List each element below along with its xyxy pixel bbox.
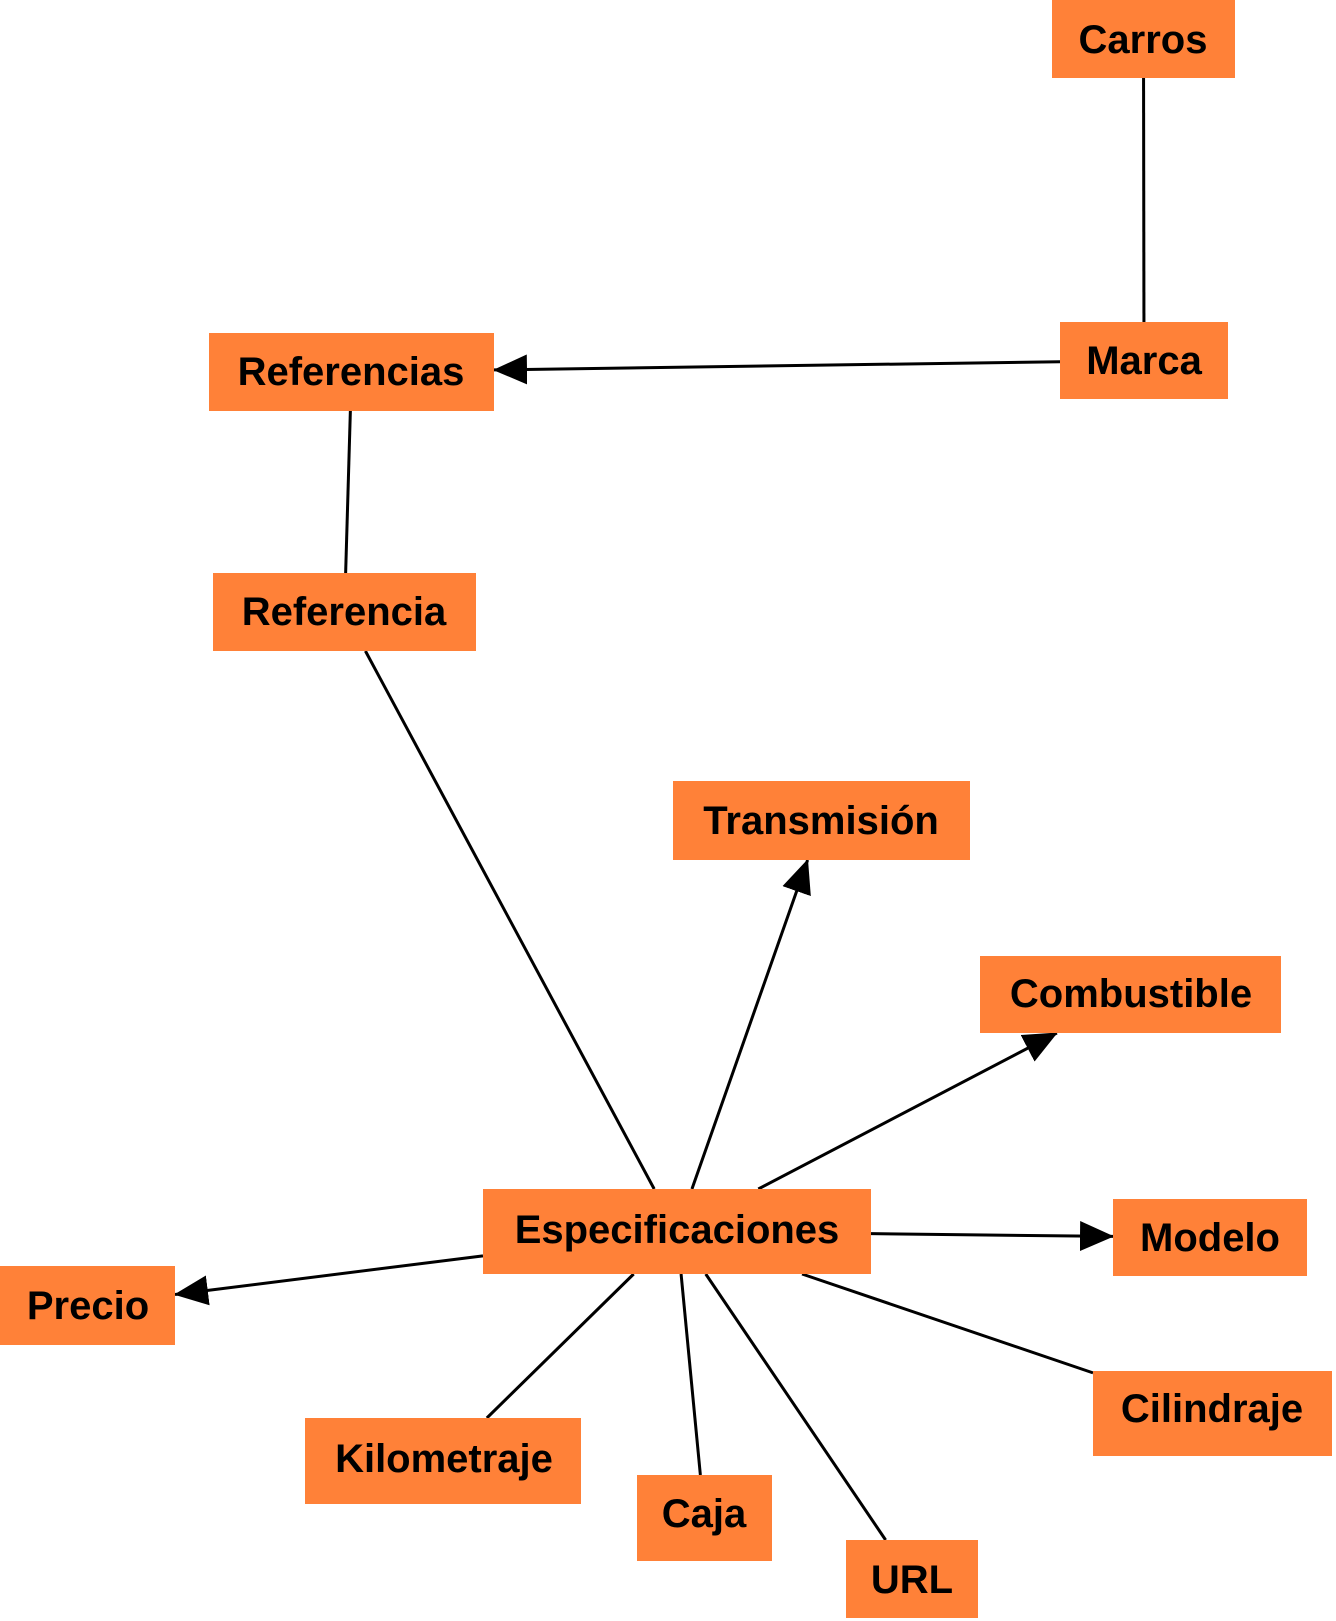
node-carros[interactable]: Carros	[1052, 0, 1235, 78]
node-referencia-label: Referencia	[242, 590, 447, 634]
node-modelo-label: Modelo	[1140, 1216, 1280, 1260]
edges-layer	[174, 77, 1146, 1541]
node-precio-box	[0, 1266, 175, 1345]
node-marca[interactable]: Marca	[1060, 322, 1228, 399]
node-url-box	[846, 1540, 978, 1618]
edge-marca-to-referencias	[493, 354, 1061, 385]
node-combustible[interactable]: Combustible	[980, 956, 1281, 1033]
node-kilometraje-box	[305, 1418, 581, 1504]
edge-especificaciones-to-caja	[679, 1273, 702, 1476]
node-especificaciones[interactable]: Especificaciones	[483, 1189, 871, 1274]
node-combustible-box	[980, 956, 1281, 1033]
node-referencias[interactable]: Referencias	[209, 333, 494, 411]
node-cilindraje-box	[1093, 1371, 1332, 1456]
edge-especificaciones-to-url	[704, 1273, 887, 1541]
node-modelo[interactable]: Modelo	[1113, 1199, 1307, 1276]
node-referencias-box	[209, 333, 494, 411]
node-cilindraje[interactable]: Cilindraje	[1093, 1371, 1332, 1456]
edge-referencia-to-especificaciones	[364, 650, 656, 1190]
node-precio[interactable]: Precio	[0, 1266, 175, 1345]
node-especificaciones-box	[483, 1189, 871, 1274]
edge-especificaciones-to-precio	[174, 1254, 484, 1306]
node-precio-label: Precio	[27, 1284, 149, 1328]
edge-especificaciones-to-combustible	[757, 1031, 1058, 1191]
node-transmision-label: Transmisión	[703, 799, 939, 843]
node-especificaciones-label: Especificaciones	[515, 1208, 840, 1252]
node-caja[interactable]: Caja	[637, 1475, 772, 1561]
node-url-label: URL	[871, 1558, 953, 1602]
edge-especificaciones-to-modelo	[870, 1221, 1114, 1252]
node-carros-label: Carros	[1079, 18, 1208, 62]
node-marca-box	[1060, 322, 1228, 399]
node-modelo-box	[1113, 1199, 1307, 1276]
edge-referencias-to-referencia	[344, 410, 352, 574]
node-marca-label: Marca	[1086, 339, 1202, 383]
node-referencias-label: Referencias	[238, 350, 465, 394]
node-caja-box	[637, 1475, 772, 1561]
edge-especificaciones-to-cilindraje	[801, 1272, 1094, 1375]
node-kilometraje-label: Kilometraje	[335, 1437, 553, 1481]
edge-especificaciones-to-kilometraje	[485, 1272, 635, 1420]
node-kilometraje[interactable]: Kilometraje	[305, 1418, 581, 1504]
node-transmision[interactable]: Transmisión	[673, 781, 970, 860]
edge-especificaciones-to-transmision	[690, 859, 811, 1190]
node-carros-box	[1052, 0, 1235, 78]
node-url[interactable]: URL	[846, 1540, 978, 1618]
node-referencia-box	[213, 573, 476, 651]
node-transmision-box	[673, 781, 970, 860]
node-combustible-label: Combustible	[1010, 972, 1252, 1016]
node-referencia[interactable]: Referencia	[213, 573, 476, 651]
node-caja-label: Caja	[662, 1492, 747, 1536]
node-cilindraje-label: Cilindraje	[1121, 1387, 1303, 1431]
